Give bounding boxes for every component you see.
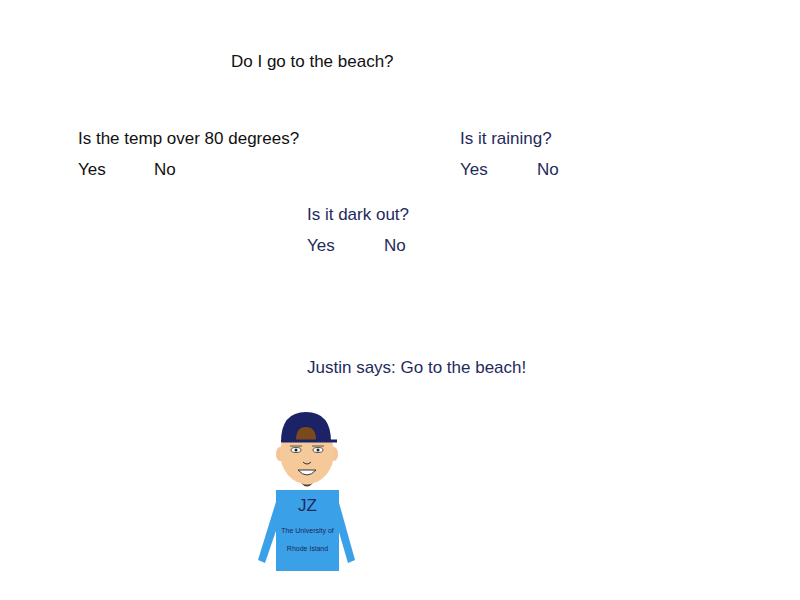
answer-option: No	[384, 236, 406, 256]
eye	[313, 448, 323, 453]
eye	[291, 448, 301, 453]
question: Is it dark out?	[307, 205, 409, 225]
cap-logo	[296, 427, 316, 440]
question: Is the temp over 80 degrees?	[78, 129, 299, 149]
shirt-text: The University of Rhode Island	[277, 522, 338, 558]
mouth	[298, 470, 316, 475]
initials: JZ	[277, 496, 338, 516]
answer-option: Yes	[78, 160, 106, 180]
answer-option: No	[154, 160, 176, 180]
shirt-box: JZ The University of Rhode Island	[276, 490, 339, 571]
cap	[281, 412, 331, 442]
question: Is it raining?	[460, 129, 552, 149]
goatee	[301, 483, 313, 487]
nose	[303, 462, 311, 464]
answer-option: Yes	[460, 160, 488, 180]
answer-option: Yes	[307, 236, 335, 256]
brow	[290, 446, 302, 447]
pupil	[317, 449, 320, 452]
brow	[312, 446, 324, 447]
cap-brim	[281, 440, 337, 443]
answer-option: No	[537, 160, 559, 180]
title: Do I go to the beach?	[231, 52, 394, 72]
verdict-text: Justin says: Go to the beach!	[307, 358, 526, 378]
pupil	[295, 449, 298, 452]
